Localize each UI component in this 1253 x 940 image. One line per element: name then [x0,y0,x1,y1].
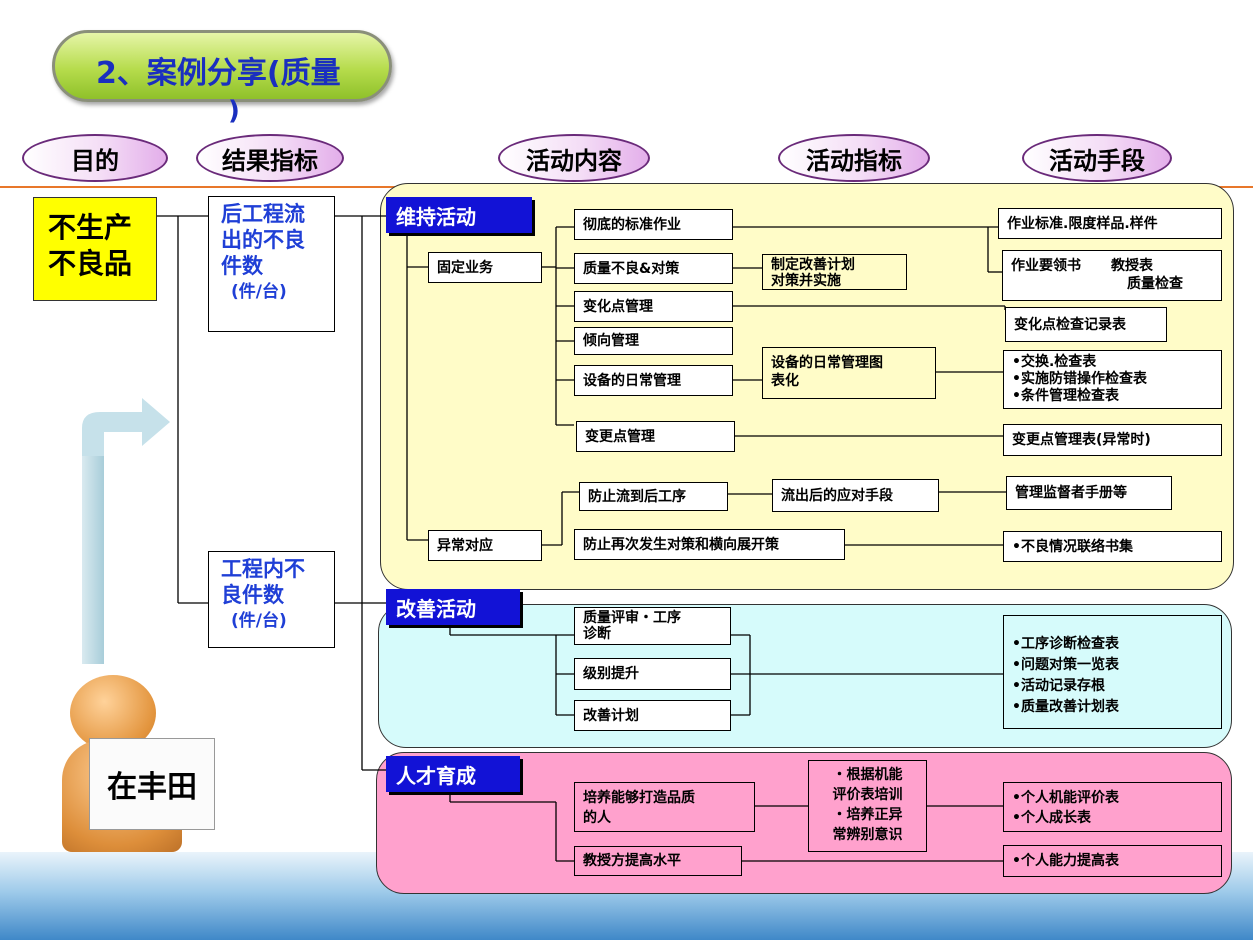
kpi-training-line2: 评价表培训 [832,787,903,803]
means-instr-2: 教授表 [1111,258,1153,274]
item-quality-review-line2: 诊断 [583,626,611,642]
means-instr-3: 质量检查 [1127,276,1183,292]
item-build-people-line1: 培养能够打造品质 [583,790,695,806]
kpi-outflow-defects: 后工程流 出的不良 件数 (件/台) [208,196,335,332]
means-defect-contact: •不良情况联络书集 [1003,531,1222,562]
means-equip-1: •交换.检查表 [1012,354,1097,370]
kpi-equip-chart: 设备的日常管理图 表化 [762,347,936,399]
kpi-outflow-line1: 后工程流 [221,202,305,226]
kpi-improve-plan: 制定改善计划 对策并实施 [762,254,907,290]
kpi-after-outflow: 流出后的应对手段 [772,479,939,512]
page-title: 2、案例分享(质量 [96,56,341,91]
means-instructions: 作业要领书 教授表 质量检查 [1002,250,1222,301]
means-change-record: 变化点检查记录表 [1005,307,1167,342]
item-improve-plan: 改善计划 [574,700,731,731]
item-quality-review: 质量评审・工序 诊断 [574,607,731,645]
means-personal-ability: •个人能力提高表 [1003,845,1222,877]
category-maintain: 维持活动 [386,197,532,233]
item-alteration: 变更点管理 [576,421,735,452]
means-improve-3: •活动记录存根 [1012,678,1105,694]
kpi-equip-chart-line1: 设备的日常管理图 [771,355,883,371]
item-prevent-recur: 防止再次发生对策和横向展开策 [574,529,845,560]
kpi-improve-plan-line1: 制定改善计划 [771,257,855,273]
means-improve-1: •工序诊断检查表 [1012,636,1119,652]
header-activity-kpi: 活动指标 [778,134,930,182]
kpi-equip-chart-line2: 表化 [771,373,799,389]
means-equip-sheets: •交换.检查表 •实施防错操作检查表 •条件管理检查表 [1003,350,1222,409]
item-build-people: 培养能够打造品质 的人 [574,782,755,832]
title-pill [52,30,392,102]
item-quality-defect: 质量不良&对策 [574,253,733,284]
item-change-point: 变化点管理 [574,291,733,322]
kpi-improve-plan-line2: 对策并实施 [771,273,841,289]
header-activity-content: 活动内容 [498,134,650,182]
means-improve-4: •质量改善计划表 [1012,699,1119,715]
item-std-work: 彻底的标准作业 [574,209,733,240]
means-std-docs: 作业标准.限度样品.样件 [998,208,1222,239]
means-personal-eval-2: •个人成长表 [1012,810,1091,826]
maintain-fixed: 固定业务 [428,252,542,283]
item-level-up: 级别提升 [574,658,731,690]
item-quality-review-line1: 质量评审・工序 [583,610,681,626]
kpi-inprocess-defects: 工程内不 良件数 (件/台) [208,551,335,648]
sign-board: 在丰田 [89,738,215,830]
goal-line1: 不生产 [48,211,133,244]
means-supervisor: 管理监督者手册等 [1006,476,1172,510]
kpi-training-line4: 常辨别意识 [832,827,903,843]
item-teach-level: 教授方提高水平 [574,846,742,876]
item-trend: 倾向管理 [574,327,733,355]
arrow-head-icon [82,398,170,456]
header-activity-means: 活动手段 [1022,134,1172,182]
kpi-inprocess-unit: (件/台) [231,611,287,631]
header-result-kpi: 结果指标 [196,134,344,182]
category-improve: 改善活动 [386,589,520,625]
item-build-people-line2: 的人 [583,810,611,826]
kpi-inprocess-line2: 良件数 [221,583,284,607]
kpi-training-line3: ・培养正异 [832,807,903,823]
item-equip-daily: 设备的日常管理 [574,365,733,396]
category-talent: 人才育成 [386,756,520,792]
goal-line2: 不良品 [48,247,133,280]
means-improve-list: •工序诊断检查表 •问题对策一览表 •活动记录存根 •质量改善计划表 [1003,615,1222,729]
kpi-outflow-unit: (件/台) [231,282,287,302]
header-purpose: 目的 [22,134,168,182]
kpi-outflow-line3: 件数 [221,254,263,278]
item-prevent-outflow: 防止流到后工序 [579,482,728,511]
means-alteration-table: 变更点管理表(异常时) [1003,424,1222,456]
means-equip-3: •条件管理检查表 [1012,388,1119,404]
means-personal-eval: •个人机能评价表 •个人成长表 [1003,782,1222,832]
means-personal-eval-1: •个人机能评价表 [1012,790,1119,806]
kpi-training-line1: ・根据机能 [832,767,903,783]
title-paren: ) [228,96,240,126]
maintain-abnormal: 异常对应 [428,530,542,561]
goal-box: 不生产 不良品 [33,197,157,301]
up-arrow-icon [82,432,104,664]
kpi-inprocess-line1: 工程内不 [221,557,305,581]
means-equip-2: •实施防错操作检查表 [1012,371,1147,387]
means-instr-1: 作业要领书 [1011,258,1081,274]
kpi-training: ・根据机能 评价表培训 ・培养正异 常辨别意识 [808,760,927,852]
means-improve-2: •问题对策一览表 [1012,657,1119,673]
kpi-outflow-line2: 出的不良 [221,228,305,252]
